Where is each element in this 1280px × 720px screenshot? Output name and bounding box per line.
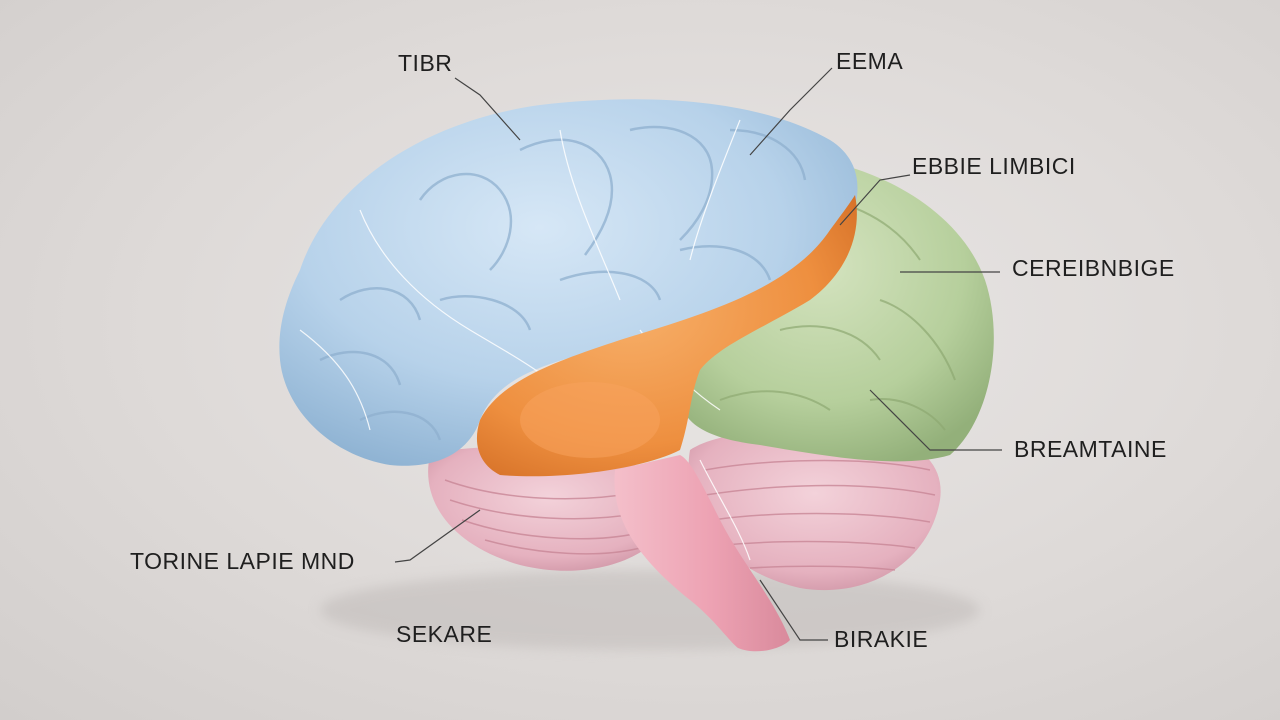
cerebellum-right: [688, 429, 941, 591]
cerebellum-left: [428, 447, 670, 571]
label-limbic: EBBIE LIMBICI: [912, 153, 1076, 179]
drop-shadow: [320, 570, 980, 650]
leader-line-7: [759, 579, 828, 641]
leader-line-1: [454, 77, 521, 141]
label-cerebellum-side: CEREIBNBIGE: [1012, 255, 1175, 281]
label-top-right: EEMA: [836, 48, 904, 74]
leader-lines: [394, 67, 1002, 641]
cerebrum: [279, 99, 858, 466]
leader-line-5: [869, 389, 1002, 451]
leader-line-2: [749, 67, 833, 156]
label-top-left: TIBR: [398, 50, 453, 76]
occipital-region: [680, 160, 994, 462]
leader-line-3: [839, 174, 911, 226]
cerebellum-right-folds: [704, 459, 936, 571]
cerebrum-folds: [319, 125, 807, 441]
label-lower-right: BREAMTAINE: [1014, 436, 1167, 462]
label-lower-left: TORINE LAPIE MND: [130, 548, 355, 574]
label-bottom-left: SEKARE: [396, 621, 493, 647]
brainstem: [614, 455, 790, 652]
leader-line-6: [394, 509, 481, 563]
label-bottom-right: BIRAKIE: [834, 626, 929, 652]
limbic-highlight: [520, 382, 660, 458]
